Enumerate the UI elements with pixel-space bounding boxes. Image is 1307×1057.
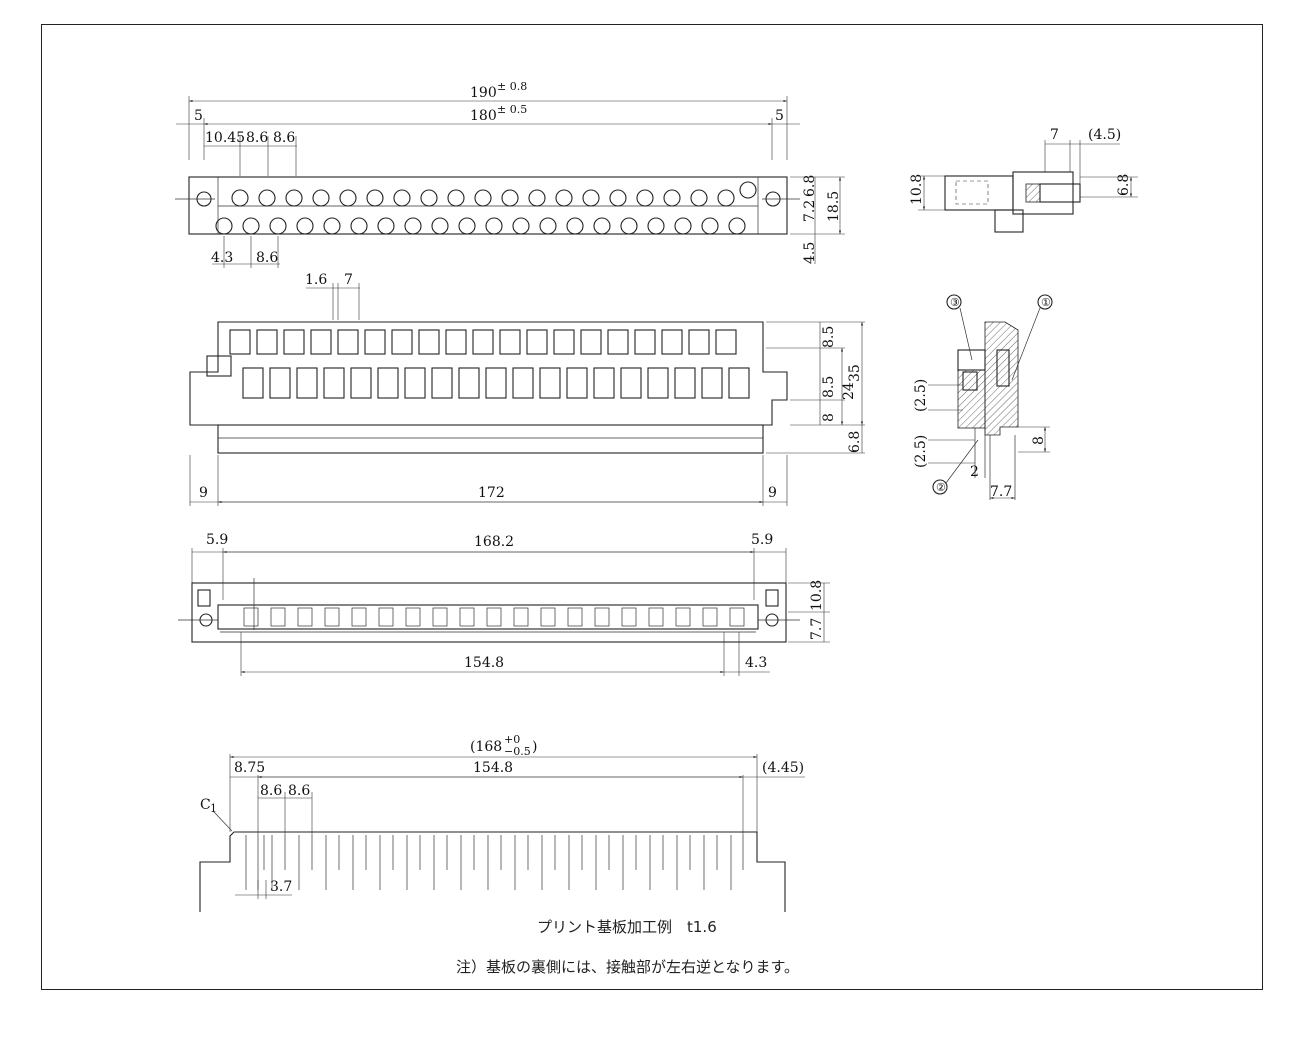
- bottom-dim-h2: 7.7: [809, 618, 825, 640]
- bottom-dim-span: 154.8: [464, 655, 504, 671]
- front-dim-right: 9: [768, 485, 777, 501]
- bottom-dim-left: 5.9: [206, 532, 228, 548]
- pcb-dim-overall-tol-top: +0: [504, 733, 520, 746]
- section-dim-d: 2: [970, 464, 979, 480]
- pcb-dim-left: 8.75: [234, 760, 265, 776]
- dim-first-offset: 10.45: [205, 130, 245, 146]
- pcb-dim-finger: 3.7: [270, 879, 292, 895]
- front-dim-left: 9: [199, 485, 208, 501]
- pcb-dim-span: 154.8: [473, 760, 513, 776]
- pcb-dim-overall-close: ): [532, 739, 537, 755]
- drawing-frame: [41, 24, 1263, 990]
- pcb-dim-p2: 8.6: [288, 783, 310, 799]
- bottom-dim-center: 168.2: [474, 534, 514, 550]
- dim-overall: 190: [470, 85, 497, 101]
- front-lower-terminals: [242, 367, 750, 399]
- pcb-chamfer: C: [200, 797, 211, 813]
- dim-overall-tol: ± 0.8: [497, 80, 527, 93]
- top-upper-screws: [231, 181, 757, 207]
- dim-offset-lower: 4.3: [211, 250, 233, 266]
- front-dim-lower: 8: [821, 413, 837, 422]
- dim-h-top2: 6.8: [802, 175, 818, 197]
- front-view: 1.6 7: [189, 272, 865, 506]
- front-dim-center: 172: [478, 485, 505, 501]
- pcb-view: (168 +0 −0.5 ) 8.75 154.8 (4.45) 8.6 8.6…: [199, 733, 805, 976]
- section-view: ③ ① ② (2.5) (2.5) 8 2 7.7: [913, 294, 1053, 500]
- pcb-dim-p1: 8.6: [260, 783, 282, 799]
- dim-pitch-b: 8.6: [273, 130, 295, 146]
- side-dim-108: 10.8: [909, 174, 925, 205]
- section-callout-3: ③: [950, 296, 960, 309]
- section-callout-1: ①: [1041, 296, 1051, 309]
- side-dim-7: 7: [1050, 127, 1059, 143]
- bottom-contacts: [243, 607, 745, 627]
- front-dim-35: 35: [847, 364, 863, 382]
- front-upper-terminals: [229, 329, 737, 355]
- bottom-view: 5.9 168.2 5.9 154.8 4.3: [178, 532, 830, 676]
- dim-h-bottom: 4.5: [802, 242, 818, 264]
- top-view: 190 ± 0.8 180 ± 0.5 5 5 10.45 8.6 8.6: [175, 80, 845, 268]
- pcb-dim-overall: (168: [470, 739, 502, 755]
- front-dim-mid: 8.5: [821, 376, 837, 398]
- pcb-dim-right: (4.45): [762, 760, 804, 776]
- bottom-dim-right-offset: 4.3: [745, 655, 767, 671]
- dim-left-margin: 5: [194, 108, 203, 124]
- bottom-dim-h1: 10.8: [809, 580, 825, 611]
- dim-pitch-lower: 8.6: [256, 250, 278, 266]
- pcb-chamfer-sub: 1: [210, 802, 217, 815]
- front-dim-68: 6.8: [847, 431, 863, 453]
- dim-h-top: 7.2: [802, 200, 818, 222]
- front-dim-width: 7: [344, 272, 353, 288]
- pcb-dim-overall-tol-bot: −0.5: [504, 745, 531, 758]
- side-view: 7 (4.5) 10.8 6.8: [909, 127, 1138, 233]
- section-dim-b: (2.5): [913, 435, 929, 468]
- top-lower-screws: [215, 217, 746, 235]
- side-dim-68: 6.8: [1116, 174, 1132, 196]
- front-dim-upper: 8.5: [821, 326, 837, 348]
- pcb-caption: プリント基板加工例 t1.6: [537, 918, 717, 936]
- dim-h-total: 18.5: [826, 191, 842, 222]
- section-dim-c: 8: [1031, 436, 1047, 445]
- pcb-contact-fingers: [245, 835, 744, 890]
- dim-pitch-total-tol: ± 0.5: [497, 103, 527, 116]
- section-callout-2: ②: [936, 481, 946, 494]
- bottom-dim-right: 5.9: [751, 532, 773, 548]
- dim-pitch-total: 180: [470, 108, 497, 124]
- side-dim-45: (4.5): [1088, 127, 1121, 143]
- front-dim-gap: 1.6: [305, 272, 327, 288]
- front-dim-24: 24: [841, 382, 857, 400]
- dim-pitch-a: 8.6: [246, 130, 268, 146]
- pcb-note: 注）基板の裏側には、接触部が左右逆となります。: [456, 958, 799, 976]
- dim-right-margin: 5: [775, 108, 784, 124]
- section-dim-a: (2.5): [913, 379, 929, 412]
- section-dim-e: 7.7: [990, 484, 1012, 500]
